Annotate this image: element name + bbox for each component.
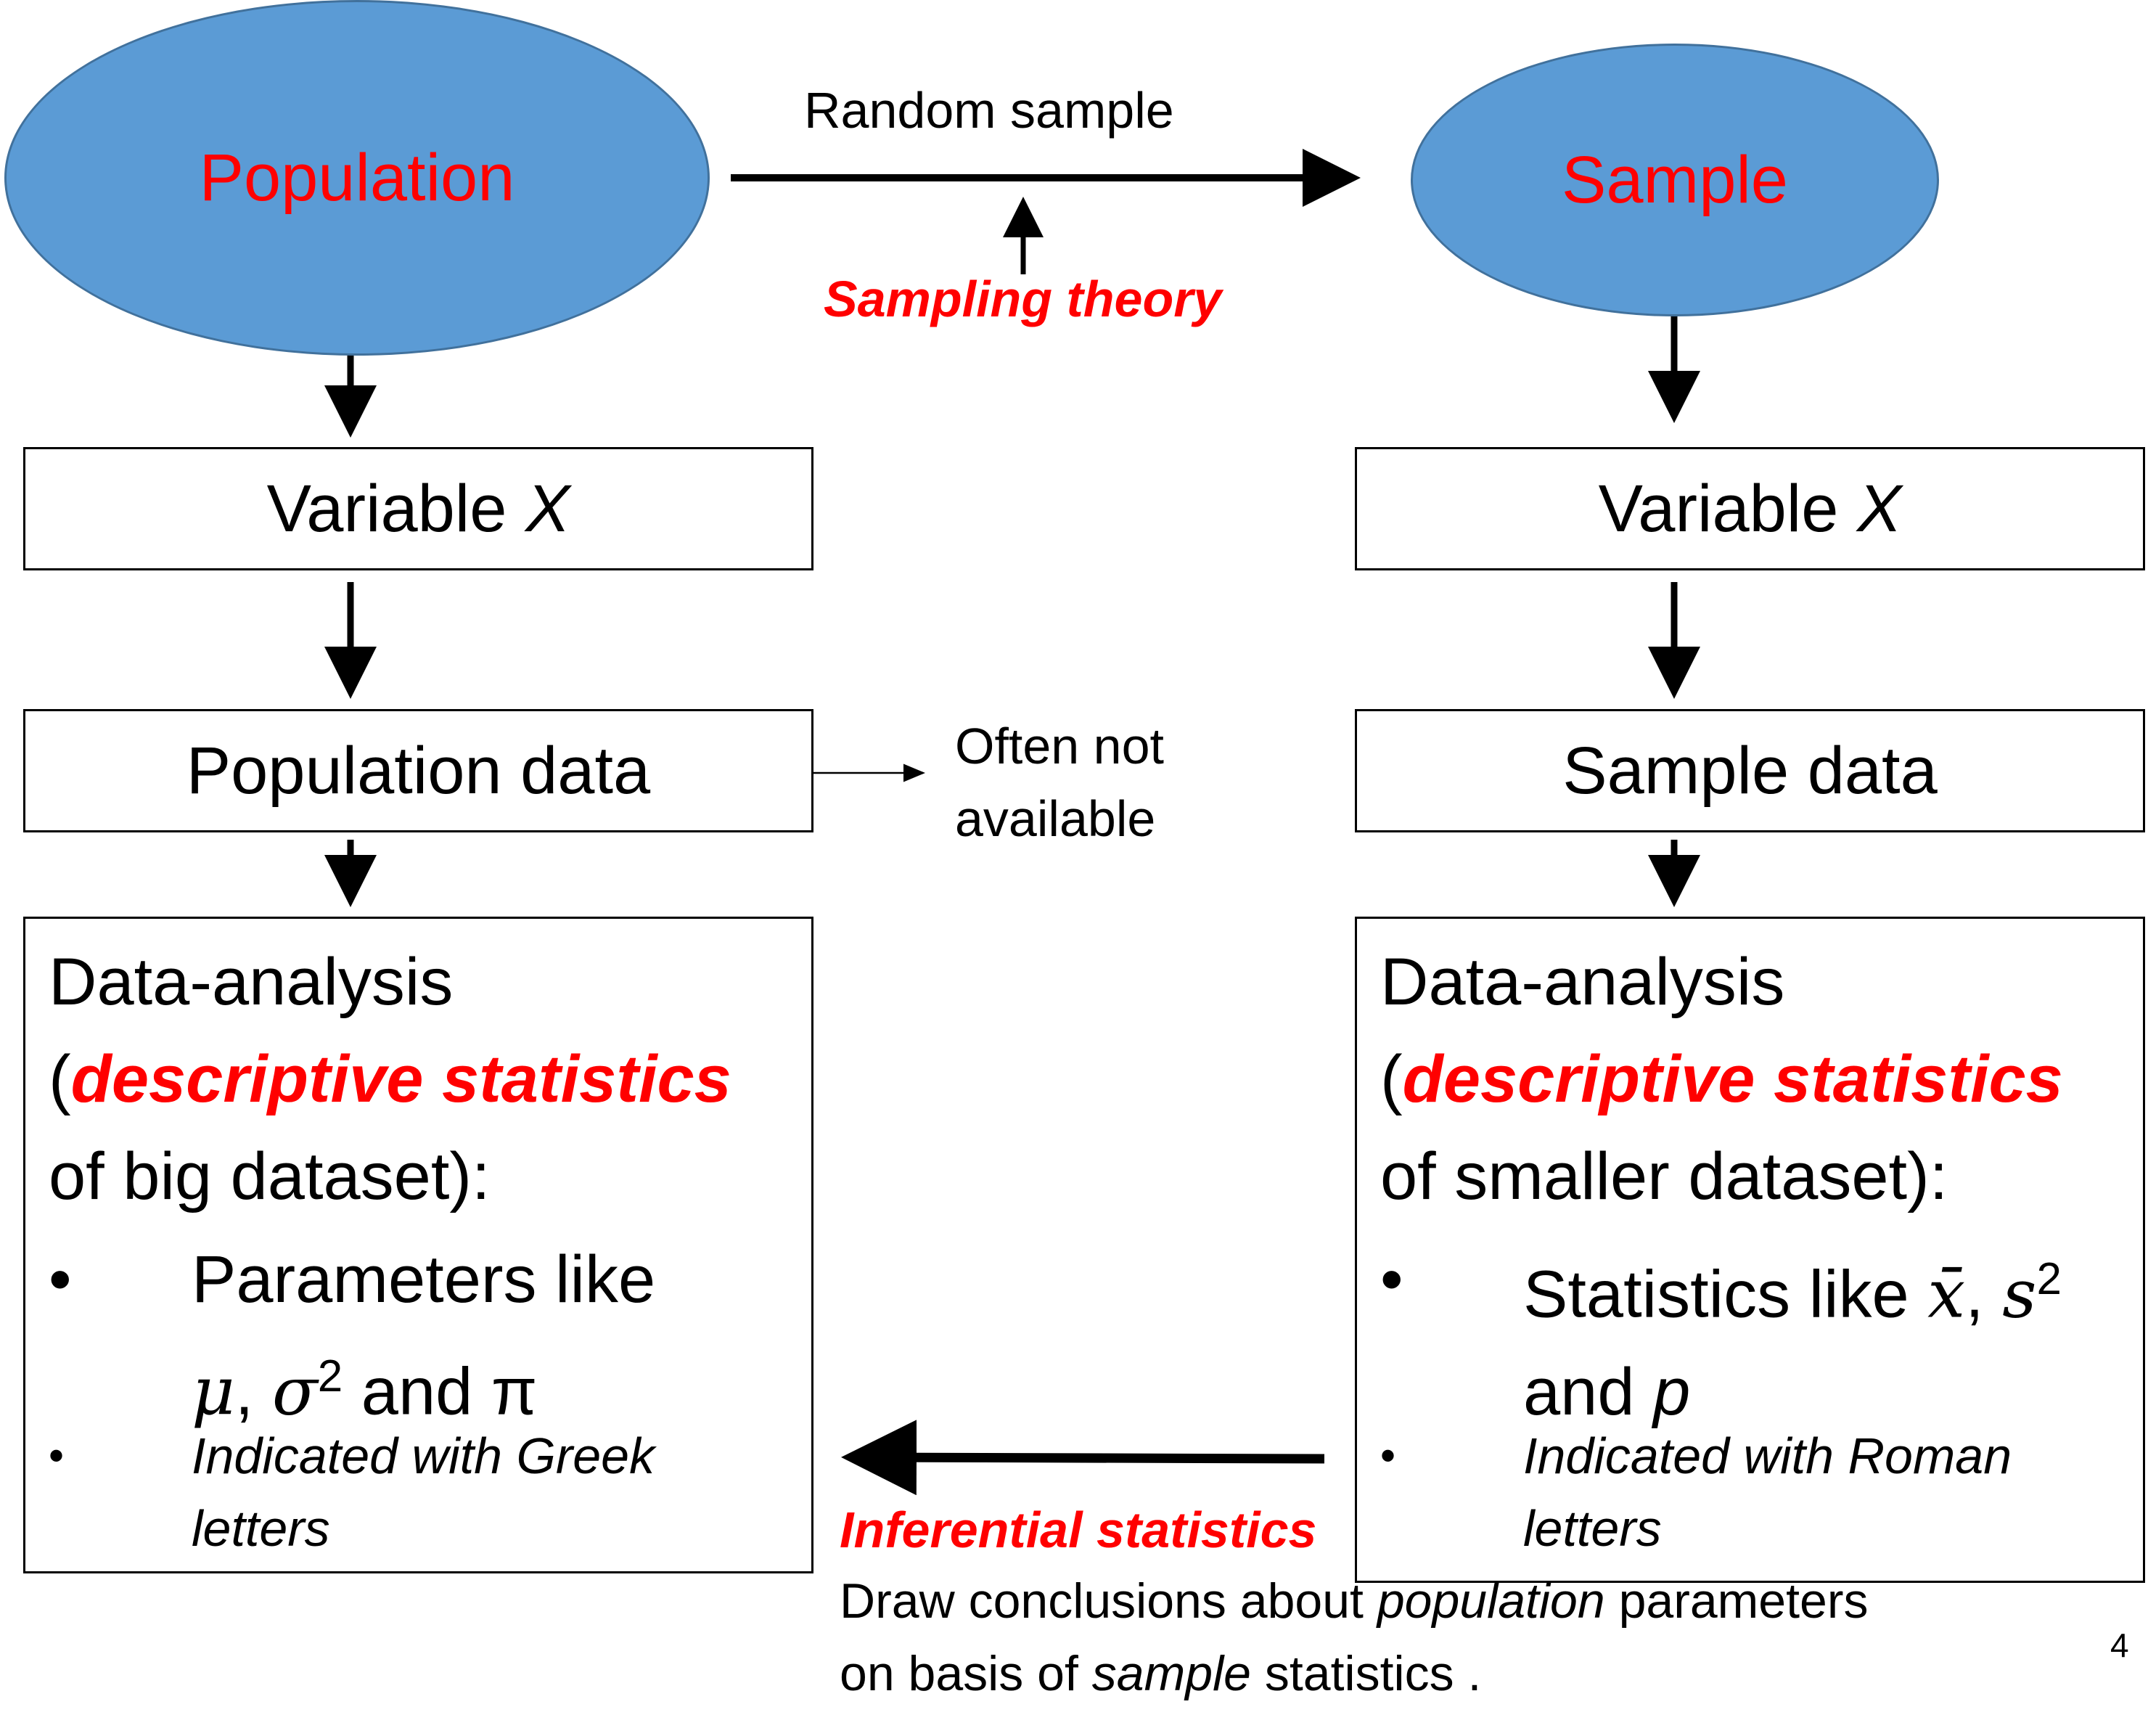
right-analysis-line1: Data-analysis <box>1380 945 1785 1019</box>
left-and-pi: and π <box>343 1354 538 1429</box>
page-number: 4 <box>2110 1626 2129 1664</box>
left-comma: , <box>234 1354 272 1429</box>
left-analysis-box: Data-analysis (descriptive statistics of… <box>23 917 813 1573</box>
left-analysis-line1: Data-analysis <box>49 945 454 1019</box>
sample-ellipse: Sample <box>1411 44 1939 316</box>
inferential-line2-a: on basis of <box>840 1646 1092 1701</box>
right-variable-box: Variable X <box>1355 447 2145 570</box>
population-data-text: Population data <box>186 733 651 808</box>
left-sigma-sup: 2 <box>317 1351 343 1401</box>
inferential-population-word: population <box>1377 1573 1605 1629</box>
inferential-line1-c: parameters <box>1604 1573 1869 1629</box>
sampling-theory-label: Sampling theory <box>824 271 1222 327</box>
right-s-sup: 2 <box>2036 1254 2062 1304</box>
right-bullet-2-line2: letters <box>1523 1500 1662 1557</box>
left-bullet-2-line2: letters <box>192 1500 330 1557</box>
often-not-available-label: Often not available <box>955 710 1164 855</box>
left-bullet-2-dot: • <box>49 1431 65 1480</box>
right-and: and <box>1523 1354 1654 1429</box>
right-analysis-line3: of smaller dataset): <box>1380 1139 1948 1213</box>
left-sigma: σ <box>271 1352 318 1430</box>
population-ellipse: Population <box>4 0 710 356</box>
left-descriptive-statistics: descriptive statistics <box>70 1042 731 1116</box>
left-bullet-2-line1: Indicated with Greek <box>192 1428 655 1484</box>
right-descriptive-statistics: descriptive statistics <box>1402 1042 2063 1116</box>
left-bullet-1-line1: Parameters like <box>192 1242 656 1317</box>
left-paren: ( <box>49 1042 71 1116</box>
right-comma: , <box>1965 1257 2003 1332</box>
right-analysis-text: Data-analysis (descriptive statistics of… <box>1357 919 2143 1225</box>
right-analysis-box: Data-analysis (descriptive statistics of… <box>1355 917 2145 1583</box>
left-variable-box: Variable X <box>23 447 813 570</box>
right-bullet-2-line1: Indicated with Roman <box>1523 1428 2012 1484</box>
left-variable-text: Variable <box>266 471 525 546</box>
inferential-description: Draw conclusions about population parame… <box>840 1565 1868 1710</box>
left-mu: μ <box>192 1352 235 1430</box>
random-sample-label: Random sample <box>804 82 1174 139</box>
right-variable-text: Variable <box>1598 471 1857 546</box>
population-label: Population <box>199 140 515 215</box>
population-data-box: Population data <box>23 709 813 832</box>
right-bullet-2-dot: • <box>1380 1431 1396 1480</box>
left-bullet-1-dot: • <box>49 1243 72 1316</box>
right-paren: ( <box>1380 1042 1403 1116</box>
right-s: s <box>2002 1255 2037 1333</box>
inferential-line2-c: statistics . <box>1251 1646 1482 1701</box>
right-bullet-1-dot: • <box>1380 1243 1403 1316</box>
arrow-inferential <box>841 1420 1325 1496</box>
often-not-line1: Often not <box>955 718 1164 774</box>
left-analysis-line3: of big dataset): <box>49 1139 491 1213</box>
right-xbar: x̄ <box>1927 1255 1966 1333</box>
left-analysis-text: Data-analysis (descriptive statistics of… <box>25 919 811 1225</box>
sample-data-text: Sample data <box>1562 733 1938 808</box>
left-variable-symbol: X <box>525 471 570 546</box>
often-not-line2: available <box>955 790 1156 847</box>
right-p: p <box>1653 1354 1691 1429</box>
inferential-line1-a: Draw conclusions about <box>840 1573 1377 1629</box>
right-variable-symbol: X <box>1856 471 1902 546</box>
inferential-statistics-label: Inferential statistics <box>840 1502 1317 1558</box>
sample-data-box: Sample data <box>1355 709 2145 832</box>
right-bullet-1-line1: Statistics like <box>1523 1257 1928 1332</box>
inferential-sample-word: sample <box>1091 1646 1251 1701</box>
sample-label: Sample <box>1562 142 1788 217</box>
